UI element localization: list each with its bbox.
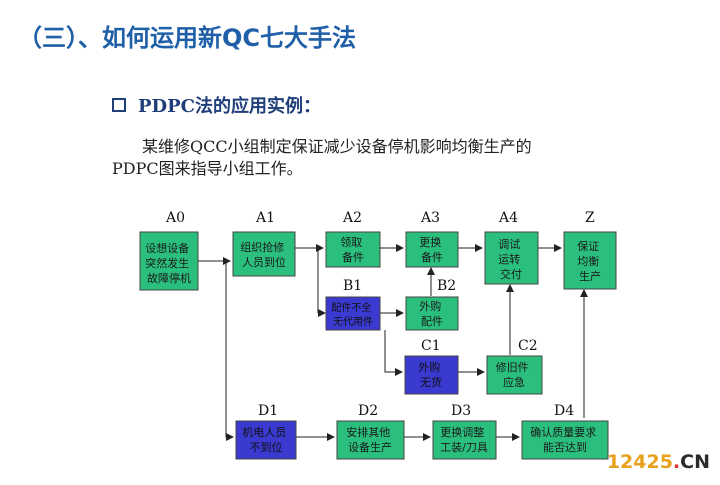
node-a0 [139,231,199,291]
node-b1 [325,296,381,331]
site-watermark: 12425.CN [607,451,710,473]
label-d4: D4 [554,403,574,419]
label-c2: C2 [518,338,538,354]
label-a2: A2 [342,210,362,226]
label-d3: D3 [451,403,471,419]
label-a4: A4 [498,210,518,226]
arrow-b1-c1 [384,330,403,376]
node-b2-text: 外购 配件 [419,299,445,328]
label-d2: D2 [358,403,378,419]
node-d2 [336,420,405,460]
node-a3-text: 更换 备件 [419,235,445,264]
watermark-dot: . [672,451,681,473]
node-labels: A0 A1 A2 A3 A4 Z B1 B2 C1 C2 D1 D2 D3 D4 [165,210,595,419]
node-z [563,231,617,290]
node-z-text: 保证 均衡 生产 [577,239,603,283]
label-a0: A0 [165,210,185,226]
paragraph-line-2: PDPC图来指导小组工作。 [112,159,303,178]
description-paragraph: 某维修QCC小组制定保证减少设备停机影响均衡生产的 PDPC图来指导小组工作。 [112,136,532,180]
node-c2-text: 修旧件 应急 [496,360,533,389]
label-a1: A1 [255,210,275,226]
node-d3-text: 更换调整 工装/刀具 [440,425,488,454]
paragraph-line-1: 某维修QCC小组制定保证减少设备停机影响均衡生产的 [142,137,532,156]
label-b1: B1 [343,278,362,294]
square-bullet-icon [112,98,126,112]
node-a1 [232,231,296,277]
arrow-a1-d1 [225,261,234,441]
node-a4 [484,231,539,285]
watermark-cn: CN [680,451,710,473]
node-a0-text: 设想设备 突然发生 故障停机 [145,241,193,285]
subtitle: PDPC法的应用实例： [138,96,322,117]
node-d3 [432,420,497,460]
label-b2: B2 [437,278,456,294]
node-d1-text: 机电人员 不到位 [242,425,290,454]
connectors [198,244,588,441]
node-d1 [235,420,297,460]
node-d4 [521,420,609,460]
node-c1 [404,355,459,395]
node-a2-text: 领取 备件 [340,236,366,264]
label-a3: A3 [420,210,440,226]
label-z: Z [585,210,595,226]
node-c1-text: 外购 无货 [418,360,444,389]
subtitle-row: PDPC法的应用实例： [112,92,321,118]
arrow-a2-b1 [317,248,326,317]
node-a2 [325,231,381,268]
slide-title: （三）、如何运用新QC七大手法 [18,24,357,52]
label-d1: D1 [258,403,278,419]
node-d4-text: 确认质量要求 能否达到 [530,426,600,454]
node-a3 [405,231,459,268]
label-c1: C1 [421,338,441,354]
node-a4-text: 调试 运转 交付 [498,238,524,281]
node-a1-text: 组织抢修 人员到位 [240,240,288,269]
node-c2 [486,355,543,395]
watermark-number: 12425 [606,451,673,473]
nodes: 设想设备 突然发生 故障停机 组织抢修 人员到位 领取 备件 更换 备件 调试 … [139,231,617,460]
node-b1-text: 配件不全 无代用件 [331,301,374,328]
node-b2 [405,296,459,331]
node-d2-text: 安排其他 设备生产 [346,425,394,454]
